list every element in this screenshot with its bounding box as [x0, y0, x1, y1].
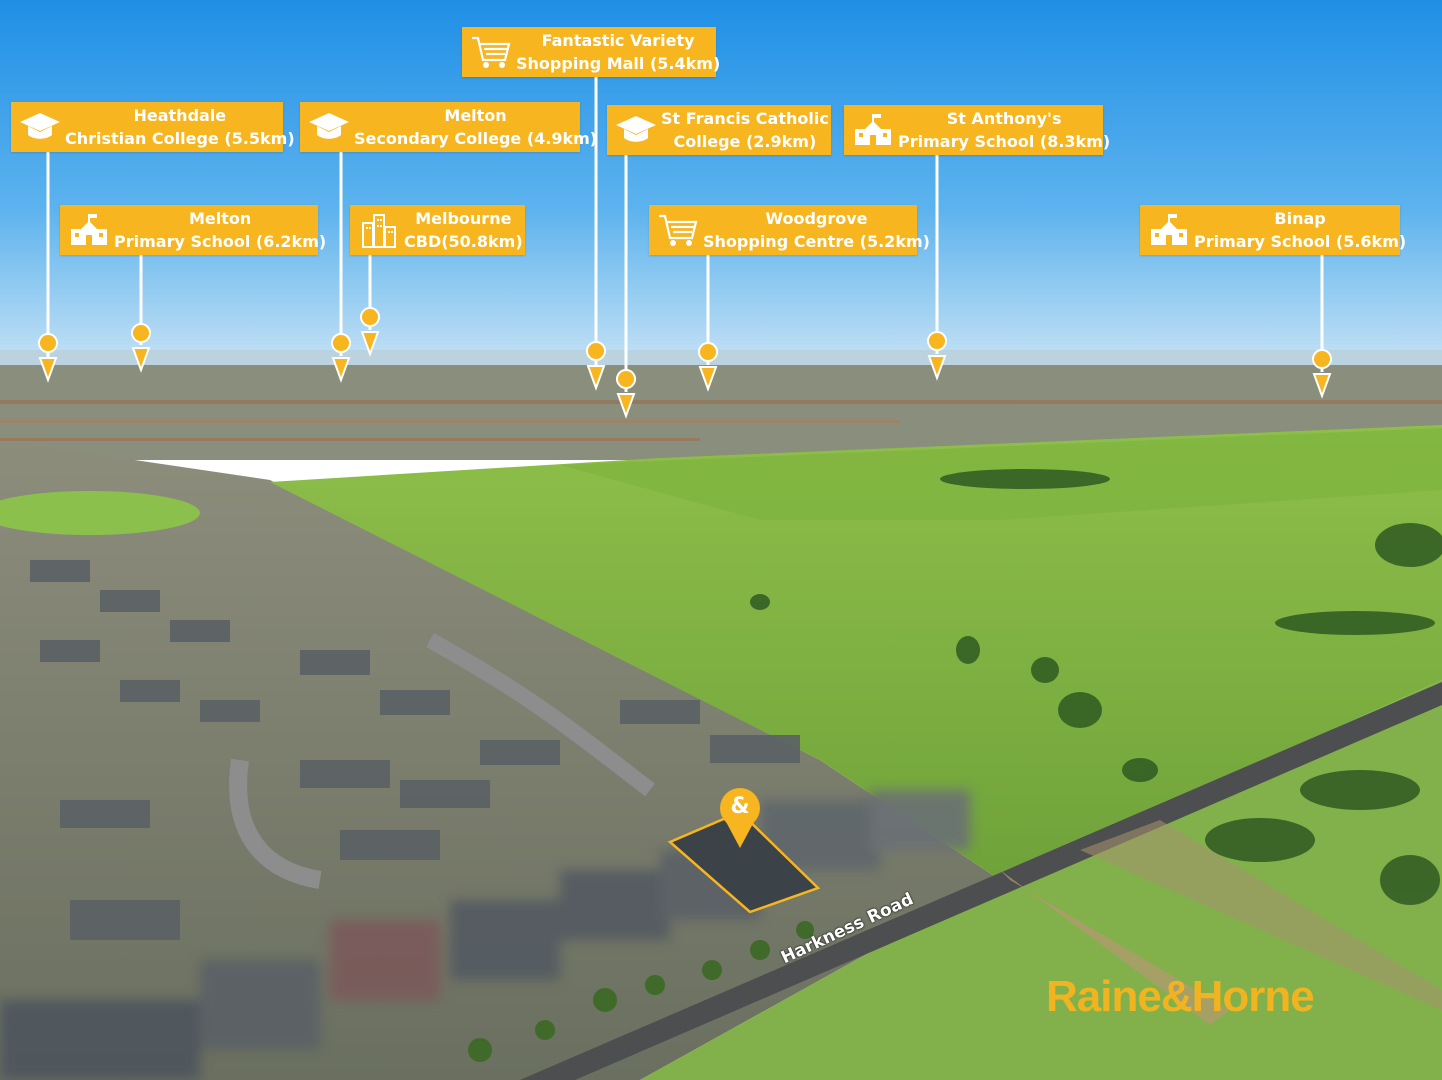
school-building-icon — [1144, 210, 1194, 250]
map-pin-icon — [360, 307, 380, 357]
graduation-cap-icon — [15, 107, 65, 147]
graduation-cap-icon — [304, 107, 354, 147]
label-line2: Secondary College (4.9km) — [354, 129, 598, 148]
label-line1: Fantastic Variety — [541, 31, 695, 50]
map-pin-icon — [131, 323, 151, 373]
label-line1: Melton — [444, 106, 507, 125]
label-line1: Melton — [188, 209, 252, 228]
school-building-icon — [848, 110, 898, 150]
label-line2: College (2.9km) — [673, 132, 817, 151]
label-line1: St Anthony's — [946, 109, 1062, 128]
city-buildings-icon — [354, 210, 404, 250]
brand-logo: Raine&Horne — [1046, 972, 1315, 1021]
shopping-cart-icon — [466, 32, 516, 72]
map-pin-icon — [616, 369, 636, 419]
property-pin — [720, 788, 760, 848]
map-pin-icon — [927, 331, 947, 381]
map-pin-icon — [1312, 349, 1332, 399]
label-line1: Heathdale — [133, 106, 227, 125]
map-pin-icon — [331, 333, 351, 383]
school-building-icon — [64, 210, 114, 250]
graduation-cap-icon — [611, 110, 661, 150]
label-line2: Shopping Mall (5.4km) — [516, 54, 721, 73]
label-line2: Christian College (5.5km) — [65, 129, 295, 148]
label-line2: Primary School (5.6km) — [1194, 232, 1407, 251]
label-line1: St Francis Catholic — [661, 109, 829, 128]
map-pin-icon — [38, 333, 58, 383]
property-pin-symbol: & — [730, 794, 750, 819]
label-line2: Primary School (6.2km) — [114, 232, 327, 251]
label-line2: Shopping Centre (5.2km) — [703, 232, 930, 251]
label-line1: Woodgrove — [765, 209, 868, 228]
label-line1: Binap — [1274, 209, 1326, 228]
map-pin-icon — [586, 341, 606, 391]
map-pin-icon — [698, 342, 718, 392]
shopping-cart-icon — [653, 210, 703, 250]
label-line2: Primary School (8.3km) — [898, 132, 1111, 151]
label-line1: Melbourne — [415, 209, 512, 228]
label-line2: CBD(50.8km) — [404, 232, 523, 251]
